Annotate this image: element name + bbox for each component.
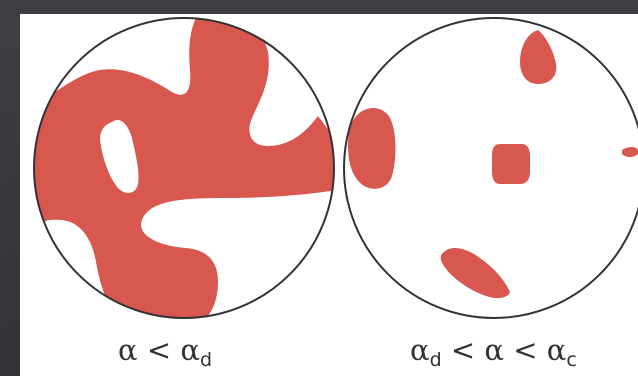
right-caption-lhs-subscript: d bbox=[429, 349, 442, 371]
left-caption-lhs: α bbox=[118, 333, 138, 367]
left-disk-outline bbox=[33, 17, 335, 319]
left-connected-cluster bbox=[34, 18, 334, 318]
right-cluster-bottom bbox=[440, 248, 510, 299]
left-caption: α < αd bbox=[118, 330, 212, 371]
right-caption-lhs: α bbox=[410, 333, 430, 367]
right-disk bbox=[343, 17, 638, 319]
right-caption-mid: α bbox=[484, 333, 504, 367]
left-cluster-hole bbox=[100, 119, 139, 193]
left-disk bbox=[33, 17, 335, 319]
right-disk-background bbox=[344, 18, 638, 318]
right-cluster-left-edge bbox=[348, 107, 396, 189]
right-cluster-top bbox=[520, 30, 557, 84]
right-disk-outline bbox=[343, 17, 638, 319]
left-caption-rhs: α bbox=[180, 333, 200, 367]
right-caption-relation-2: < bbox=[513, 333, 538, 367]
left-caption-rhs-subscript: d bbox=[199, 349, 212, 371]
right-caption-rhs-subscript: c bbox=[566, 349, 577, 371]
right-caption-relation-1: < bbox=[450, 333, 476, 367]
left-caption-relation: < bbox=[146, 333, 172, 367]
right-caption: αd < α < αc bbox=[410, 330, 577, 371]
right-cluster-center bbox=[492, 144, 530, 184]
right-cluster-right-edge bbox=[622, 147, 638, 157]
right-caption-rhs: α bbox=[546, 333, 567, 367]
